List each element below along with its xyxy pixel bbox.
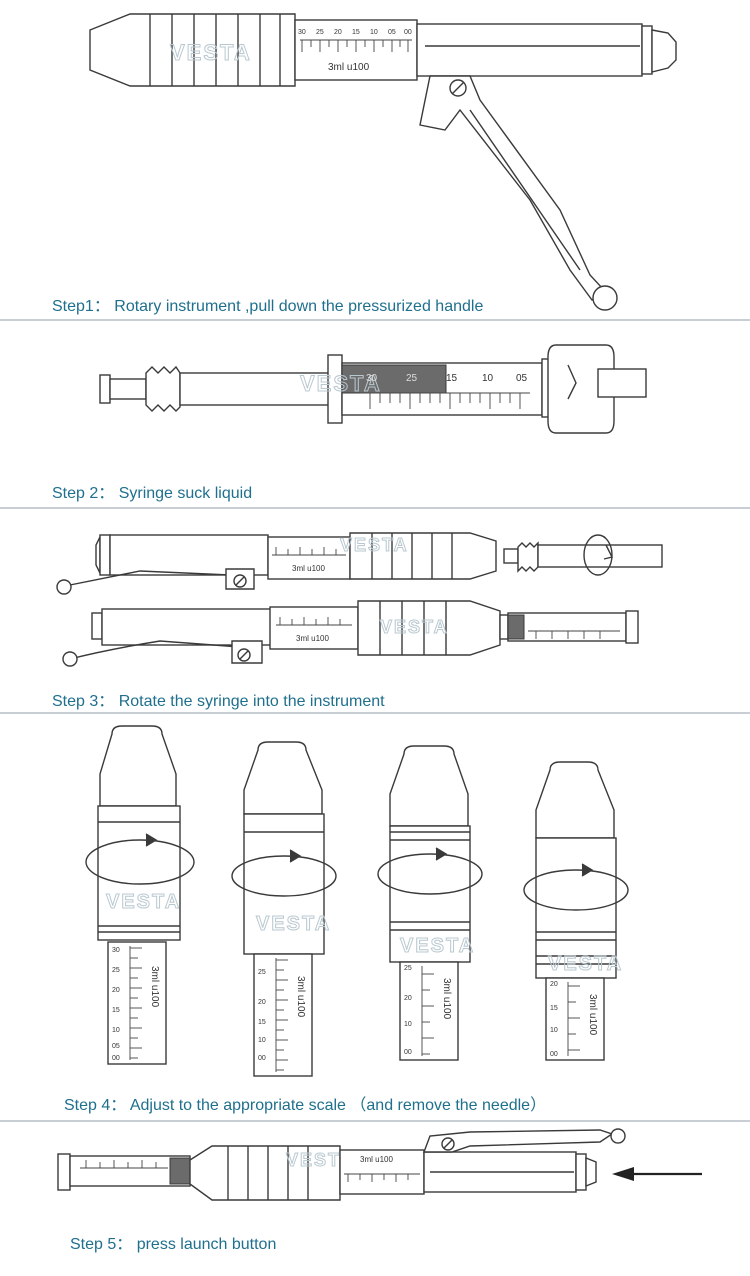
tick-label: 00 xyxy=(550,1051,558,1058)
scale-label: 3ml u100 xyxy=(149,966,160,1008)
step-4-panel: VESTA 30 25 20 15 10 05 00 3ml u100 VEST… xyxy=(0,714,750,1120)
scale-label: 3ml u100 xyxy=(296,634,329,643)
step-2-panel: VESTA 30 25 15 10 05 Step 2： Syringe suc… xyxy=(0,321,750,507)
watermark: VESTA xyxy=(106,891,181,913)
tick-label: 15 xyxy=(112,1007,120,1014)
step-3-caption: Step 3： Rotate the syringe into the inst… xyxy=(52,693,385,710)
tick-label: 20 xyxy=(112,987,120,994)
watermark: VESTA xyxy=(380,617,449,637)
step-1-panel: VESTA 30 25 20 15 10 05 00 3ml u100 xyxy=(0,0,750,320)
watermark: VESTA xyxy=(256,913,331,935)
tick-label: 30 xyxy=(298,29,306,36)
tick-label: 25 xyxy=(404,965,412,972)
tick-label: 00 xyxy=(404,1049,412,1056)
step-3-panel: 3ml u100 VESTA 3ml u100 xyxy=(0,509,750,712)
tick-label: 05 xyxy=(112,1043,120,1050)
tick-label: 10 xyxy=(258,1037,266,1044)
tick-label: 05 xyxy=(516,373,528,384)
tick-label: 10 xyxy=(112,1027,120,1034)
step-4-caption: Step 4： Adjust to the appropriate scale … xyxy=(64,1097,547,1114)
step-2-caption: Step 2： Syringe suck liquid xyxy=(52,485,253,502)
scale-label: 3ml u100 xyxy=(360,1155,393,1164)
tick-label: 15 xyxy=(258,1019,266,1026)
watermark: VESTA xyxy=(400,935,475,957)
pen-1 xyxy=(99,725,177,807)
scale-label: 3ml u100 xyxy=(587,994,598,1036)
tick-label: 30 xyxy=(112,947,120,954)
separator xyxy=(0,712,750,714)
tick-label: 20 xyxy=(334,29,342,36)
pen-4 xyxy=(535,761,615,839)
tick-label: 10 xyxy=(370,29,378,36)
tick-label: 10 xyxy=(404,1021,412,1028)
separator xyxy=(0,507,750,509)
scale-label: 3ml u100 xyxy=(328,62,370,73)
tick-label: 00 xyxy=(258,1055,266,1062)
watermark: VESTA xyxy=(170,40,252,65)
step-2-illustration: VESTA 30 25 15 10 05 xyxy=(99,344,647,434)
tick-label: 20 xyxy=(258,999,266,1006)
watermark: VESTA xyxy=(300,371,382,396)
tick-label: 00 xyxy=(404,29,412,36)
separator xyxy=(0,319,750,321)
pen-2 xyxy=(243,741,323,815)
tick-label: 30 xyxy=(366,373,378,384)
step-5-caption: Step 5： press launch button xyxy=(70,1236,277,1253)
tick-label: 05 xyxy=(388,29,396,36)
separator xyxy=(0,1120,750,1122)
watermark: VESTA xyxy=(340,535,409,555)
tick-label: 25 xyxy=(258,969,266,976)
step-1-caption: Step1： Rotary instrument ,pull down the … xyxy=(52,298,484,315)
scale-label: 3ml u100 xyxy=(441,978,452,1020)
step-4-illustration: VESTA 30 25 20 15 10 05 00 3ml u100 VEST… xyxy=(85,725,629,1077)
step-3-illustration: 3ml u100 VESTA 3ml u100 xyxy=(56,532,663,667)
watermark: VESTA xyxy=(548,953,623,975)
tick-label: 00 xyxy=(112,1055,120,1062)
step-5-illustration: VESTA 3ml u100 xyxy=(57,1128,702,1201)
step-5-panel: VESTA 3ml u100 Step 5： press launch butt… xyxy=(0,1122,750,1276)
tick-label: 20 xyxy=(550,981,558,988)
tick-label: 25 xyxy=(316,29,324,36)
tick-label: 20 xyxy=(404,995,412,1002)
tick-label: 25 xyxy=(112,967,120,974)
tick-label: 25 xyxy=(406,373,418,384)
tick-label: 10 xyxy=(550,1027,558,1034)
tick-label: 15 xyxy=(446,373,458,384)
scale-label: 3ml u100 xyxy=(295,976,306,1018)
tick-label: 15 xyxy=(352,29,360,36)
scale-label: 3ml u100 xyxy=(292,564,325,573)
pen-3 xyxy=(389,745,469,827)
tick-label: 10 xyxy=(482,373,494,384)
watermark: VESTA xyxy=(286,1150,355,1170)
tick-label: 15 xyxy=(550,1005,558,1012)
step-1-illustration: VESTA 30 25 20 15 10 05 00 3ml u100 xyxy=(89,13,677,311)
